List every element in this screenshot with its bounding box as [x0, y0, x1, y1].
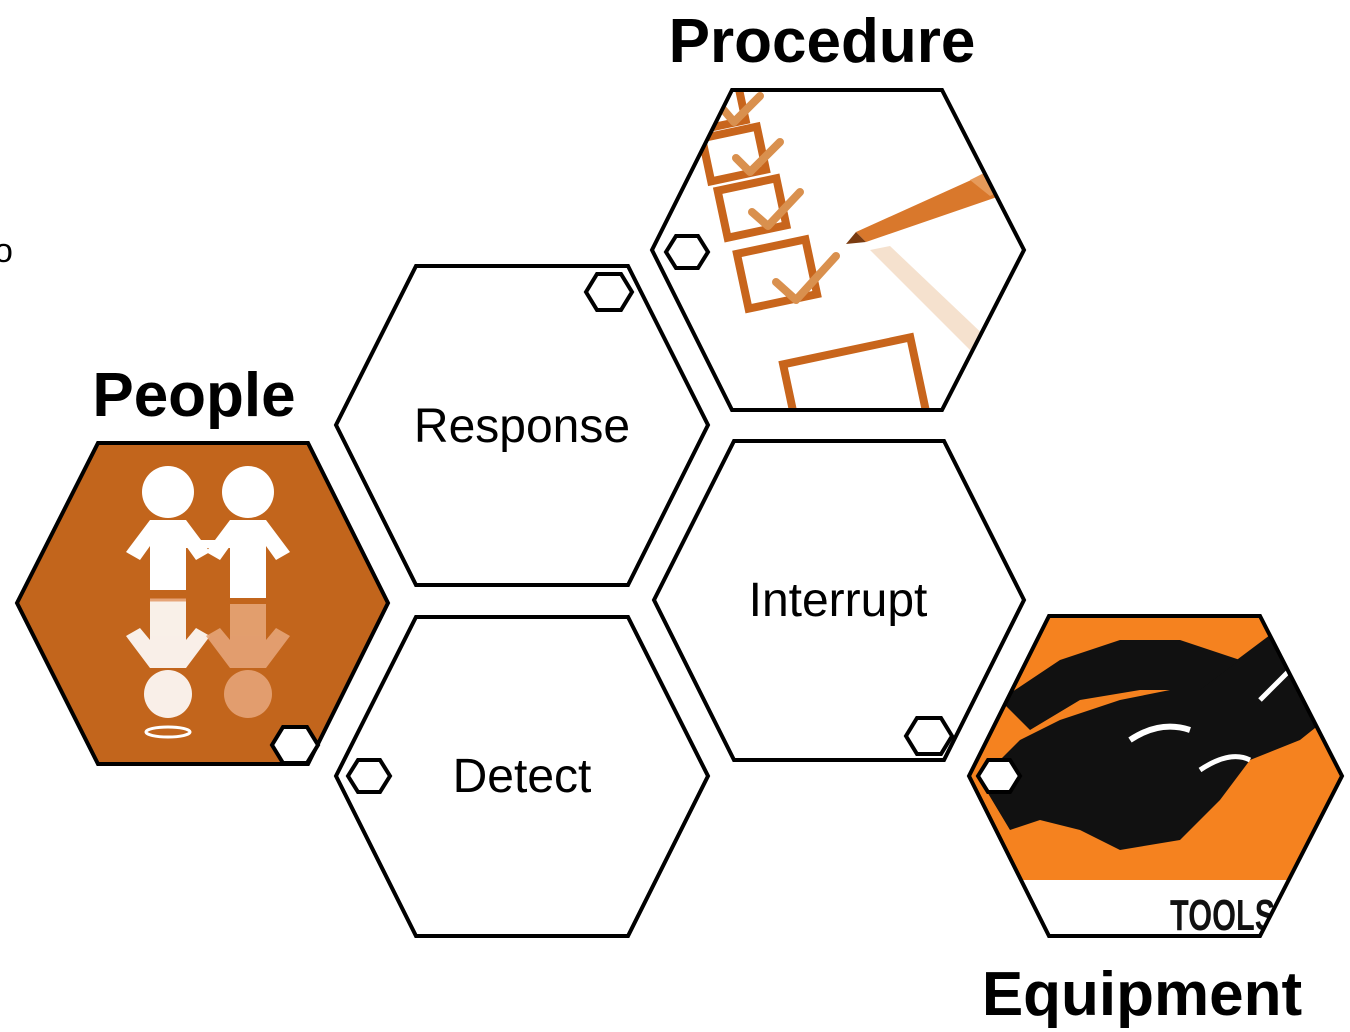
- children-icon: [126, 466, 290, 739]
- equipment-hexagon: TOOLS &: [966, 614, 1345, 940]
- interrupt-label: Interrupt: [749, 574, 928, 627]
- edge-fragment: o: [0, 232, 13, 270]
- tools-image-label: TOOLS &: [1170, 891, 1306, 940]
- people-heading: People: [92, 361, 295, 430]
- detect-connector: [345, 758, 393, 794]
- equipment-heading: Equipment: [982, 960, 1302, 1029]
- procedure-heading: Procedure: [669, 7, 976, 76]
- people-connector: [269, 725, 321, 765]
- procedure-hexagon: [649, 88, 1027, 412]
- detect-hexagon: Detect: [333, 615, 711, 938]
- interrupt-connector: [903, 716, 955, 756]
- people-hexagon: [14, 441, 391, 766]
- detect-label: Detect: [453, 750, 592, 803]
- response-label: Response: [414, 400, 630, 453]
- procedure-connector: [663, 234, 711, 270]
- interrupt-hexagon: Interrupt: [651, 439, 1027, 762]
- equipment-connector: [975, 758, 1023, 794]
- response-hexagon: Response: [333, 264, 711, 587]
- response-connector: [583, 272, 635, 312]
